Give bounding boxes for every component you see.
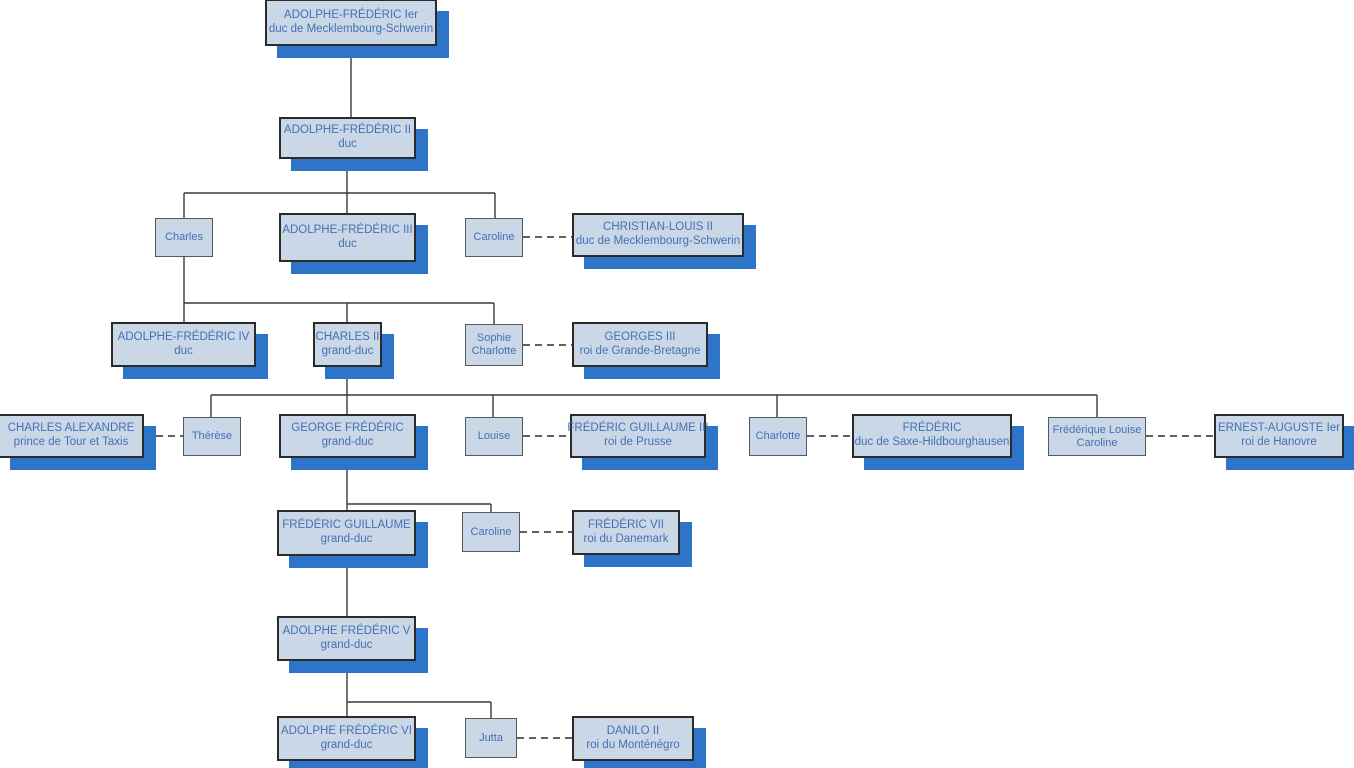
person-title: grand-duc: [320, 533, 373, 545]
person-name: CHARLES ALEXANDRE: [7, 422, 135, 435]
person-title: Charlotte: [471, 345, 517, 357]
person-title: roi du Monténégro: [586, 738, 680, 751]
person-title: Caroline: [1076, 436, 1118, 449]
person-node-jutta[interactable]: Jutta: [465, 718, 517, 758]
person-title: duc: [174, 344, 193, 357]
person-title: grand-duc: [321, 344, 374, 357]
person-title: grand-duc: [320, 738, 373, 751]
person-name: Sophie: [476, 332, 512, 345]
person-title: roi de Hanovre: [1241, 436, 1317, 448]
person-name: Charlotte: [755, 430, 801, 443]
person-name: DANILO II: [606, 724, 660, 737]
person-name: Frédérique Louise: [1052, 423, 1142, 436]
person-name: FRÉDÉRIC GUILLAUME III: [567, 422, 709, 435]
person-title: roi de Prusse: [604, 436, 672, 448]
person-title: roi du Danemark: [583, 532, 669, 545]
person-title: prince de Tour et Taxis: [13, 436, 129, 448]
person-name: Thérèse: [191, 430, 233, 443]
person-name: Charles: [165, 231, 203, 244]
person-name: ADOLPHE FRÉDÉRIC VI: [281, 724, 412, 737]
person-node-therese[interactable]: Thérèse: [183, 417, 241, 456]
person-name: ADOLPHE FRÉDÉRIC V: [282, 624, 411, 637]
person-name: CHARLES II: [315, 330, 380, 343]
person-name: ADOLPHE-FRÉDÉRIC IV: [117, 330, 250, 343]
person-title: roi de Grande-Bretagne: [579, 344, 701, 357]
person-name: ADOLPHE-FRÉDÉRIC III: [282, 223, 413, 236]
person-title: duc: [338, 237, 357, 250]
person-name: GEORGE FRÉDÉRIC: [291, 422, 404, 435]
person-name: CHRISTIAN-LOUIS II: [603, 221, 713, 234]
person-node-charles[interactable]: Charles: [155, 218, 213, 257]
person-name: ADOLPHE-FRÉDÉRIC Ier: [283, 8, 419, 21]
person-name: GEORGES III: [604, 330, 676, 343]
person-name: ADOLPHE-FRÉDÉRIC II: [283, 124, 412, 137]
person-title: duc de Saxe-Hildbourghausen: [854, 436, 1010, 448]
person-name: FRÉDÉRIC VII: [587, 518, 665, 531]
person-name: FRÉDÉRIC: [902, 422, 962, 435]
person-title: duc de Mecklembourg-Schwerin: [575, 235, 741, 247]
person-name: Jutta: [479, 731, 503, 744]
person-node-louise[interactable]: Louise: [465, 417, 523, 456]
person-node-charlotte[interactable]: Charlotte: [749, 417, 807, 456]
person-node-caroline1[interactable]: Caroline: [465, 218, 523, 257]
person-title: grand-duc: [320, 638, 373, 651]
person-node-caroline2[interactable]: Caroline: [462, 512, 520, 552]
person-title: duc: [338, 138, 357, 150]
person-title: duc de Mecklembourg-Schwerin: [268, 22, 434, 35]
person-name: ERNEST-AUGUSTE Ier: [1217, 422, 1341, 435]
person-name: Louise: [477, 430, 511, 443]
person-title: grand-duc: [321, 436, 374, 448]
person-name: FRÉDÉRIC GUILLAUME: [282, 519, 411, 532]
person-name: Caroline: [470, 525, 512, 538]
person-name: Caroline: [473, 231, 515, 244]
